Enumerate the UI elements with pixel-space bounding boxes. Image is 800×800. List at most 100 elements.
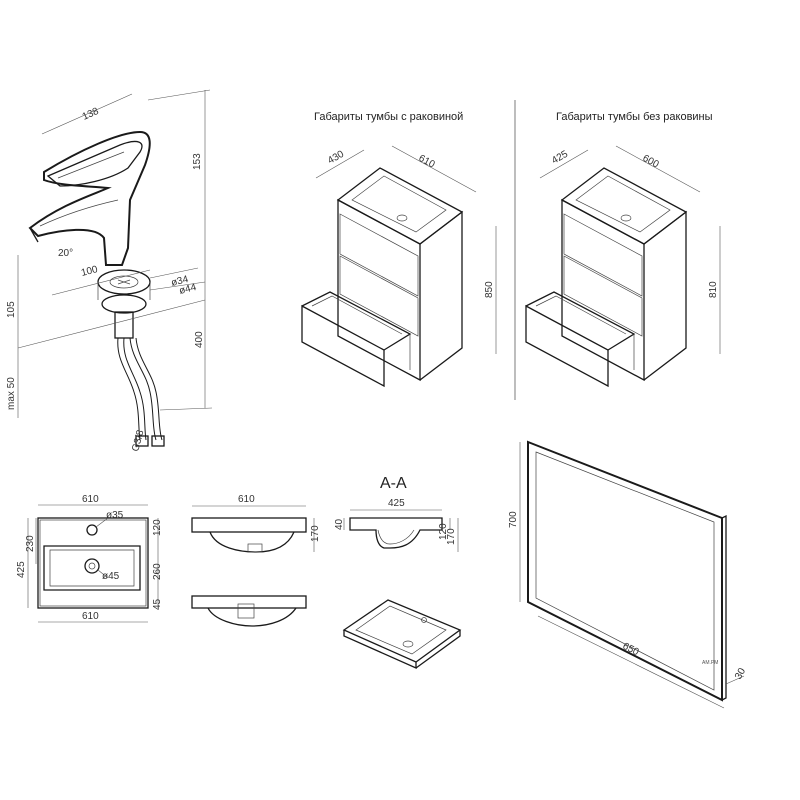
cabinet-without-sink-drawing: Габариты тумбы без раковины 425 600 810 (525, 111, 721, 388)
faucet-nut (101, 294, 147, 314)
faucet-lever (46, 140, 143, 187)
sink-top-dim-width-bottom: 610 (82, 611, 99, 622)
faucet-stud (114, 311, 134, 339)
faucet-hose-left-b (123, 337, 147, 441)
sink-top-dim-right-3: 45 (152, 598, 163, 610)
cabinet2-dim-width: 600 (641, 153, 661, 171)
sink-top-dim-depth-part: 230 (25, 535, 36, 552)
sink-top-rim (39, 519, 147, 607)
sink-top-drain-inner (88, 562, 96, 570)
cabinet2-open-drawer-top (525, 291, 636, 351)
cabinet1-dim-line-width (391, 145, 477, 193)
dim-faucet-thread: G3/8 (130, 429, 146, 453)
sink-top-dim-width-top: 610 (82, 494, 99, 505)
faucet-lever-inner (57, 151, 125, 179)
sink-side-dim-width: 610 (238, 494, 255, 505)
sink-top-leader-35 (95, 517, 109, 528)
dim-line-o44 (149, 281, 206, 291)
dim-faucet-height-top: 153 (192, 153, 203, 170)
cabinet2-drawer-1 (563, 213, 643, 297)
mirror-frame (527, 440, 723, 702)
mirror-dim-line-depth (725, 675, 745, 685)
dim-ext-153-top (147, 89, 211, 101)
section-dim-right-1: 120 (438, 523, 449, 540)
sink-iso-drain (402, 640, 414, 648)
mirror-logo: AM.PM (702, 660, 718, 666)
sink-back-drain (237, 603, 255, 619)
cabinet1-open-drawer (301, 304, 385, 388)
cabinet2-sink-bowl (575, 175, 671, 233)
section-a-a: A-A 425 40 120 170 (334, 475, 462, 670)
section-dim-left: 40 (334, 518, 345, 530)
sink-iso-faucet-hole (421, 617, 427, 623)
faucet-hose-fitting-right (151, 435, 165, 447)
sink-top-faucet-hole (86, 524, 98, 536)
cabinet-with-sink-caption: Габариты тумбы с раковиной (314, 111, 463, 123)
mirror-dim-depth: 30 (733, 666, 748, 682)
sink-top-dim-depth-total: 425 (16, 561, 27, 578)
cabinet-with-sink-drawing: Габариты тумбы с раковиной 430 610 850 (301, 111, 497, 388)
cabinet1-dim-line-depth (315, 149, 365, 179)
sink-iso-bowl (355, 605, 447, 655)
cabinet-without-sink-caption: Габариты тумбы без раковины (556, 111, 713, 123)
sink-iso-side (415, 630, 461, 669)
sink-top-dim-hole-big: ø45 (102, 571, 120, 582)
sink-top-bowl (43, 545, 141, 591)
dim-faucet-reach: 100 (80, 264, 99, 279)
sink-iso-front (343, 630, 417, 670)
cabinet2-drain (620, 214, 632, 222)
cabinet1-dim-width: 610 (417, 153, 437, 171)
sink-top-dim-right-2: 260 (152, 563, 163, 580)
faucet-hose-right-b (135, 337, 163, 441)
sink-top-dim-hole-small: ø35 (106, 510, 124, 521)
faucet-hole-ellipse (109, 275, 139, 289)
sink-top-bowl-inner (49, 549, 135, 587)
cabinet1-open-drawer-top (301, 291, 412, 351)
cabinet2-drawer-2 (563, 255, 643, 337)
dim-faucet-width: 138 (81, 106, 101, 123)
dim-line-o34 (149, 267, 199, 279)
dim-faucet-height-mid: 105 (6, 301, 17, 318)
sink-top-drain (84, 558, 100, 574)
faucet-spout-inner (39, 199, 119, 227)
mirror-drawing: AM.PM 700 650 30 (508, 440, 748, 709)
cabinet1-drawer-2 (339, 255, 419, 337)
sink-front-bowl (209, 531, 295, 553)
cabinet1-open-drawer-inner (311, 295, 403, 335)
dim-line-base (17, 299, 206, 349)
mirror-dim-line-width (537, 615, 725, 709)
mirror-dim-width: 650 (621, 641, 641, 659)
sink-front-drain (247, 543, 263, 553)
cabinet2-dim-depth: 425 (550, 149, 570, 167)
dim-faucet-hole-big: ø44 (178, 282, 198, 297)
cabinet1-dim-height: 850 (484, 281, 495, 298)
sink-top-leader-45 (97, 569, 109, 579)
sink-back-top-slab (191, 595, 307, 609)
cabinet2-open-drawer (525, 304, 609, 388)
sink-side-dim-height: 170 (310, 525, 321, 542)
sink-iso-top (342, 599, 462, 663)
sink-top-dim-right-1: 120 (152, 519, 163, 536)
sink-side-views: 610 170 (191, 494, 321, 627)
section-inner (377, 529, 415, 545)
dim-line-138 (41, 93, 133, 135)
section-title: A-A (380, 475, 407, 492)
faucet-hole-cross-b (117, 279, 131, 285)
sink-top-outline (37, 517, 149, 609)
dim-faucet-hose-len: 400 (194, 331, 205, 348)
mirror-depth-edge (721, 514, 727, 701)
dim-ext-400-bottom (159, 407, 213, 411)
cabinet2-dim-line-depth (539, 149, 589, 179)
cabinet1-drain (396, 214, 408, 222)
cabinet2-front (561, 198, 645, 382)
faucet-hose-right (129, 337, 157, 441)
cabinet2-side (643, 210, 687, 381)
sink-back-bowl (207, 607, 297, 627)
dim-faucet-angle: 20° (58, 248, 73, 259)
mirror-inner-frame (535, 451, 715, 691)
faucet-hose-left (117, 337, 141, 441)
faucet-body (28, 130, 151, 266)
sink-front-top-slab (191, 517, 307, 533)
cabinet1-side (419, 210, 463, 381)
dim-faucet-max: max 50 (6, 377, 17, 410)
